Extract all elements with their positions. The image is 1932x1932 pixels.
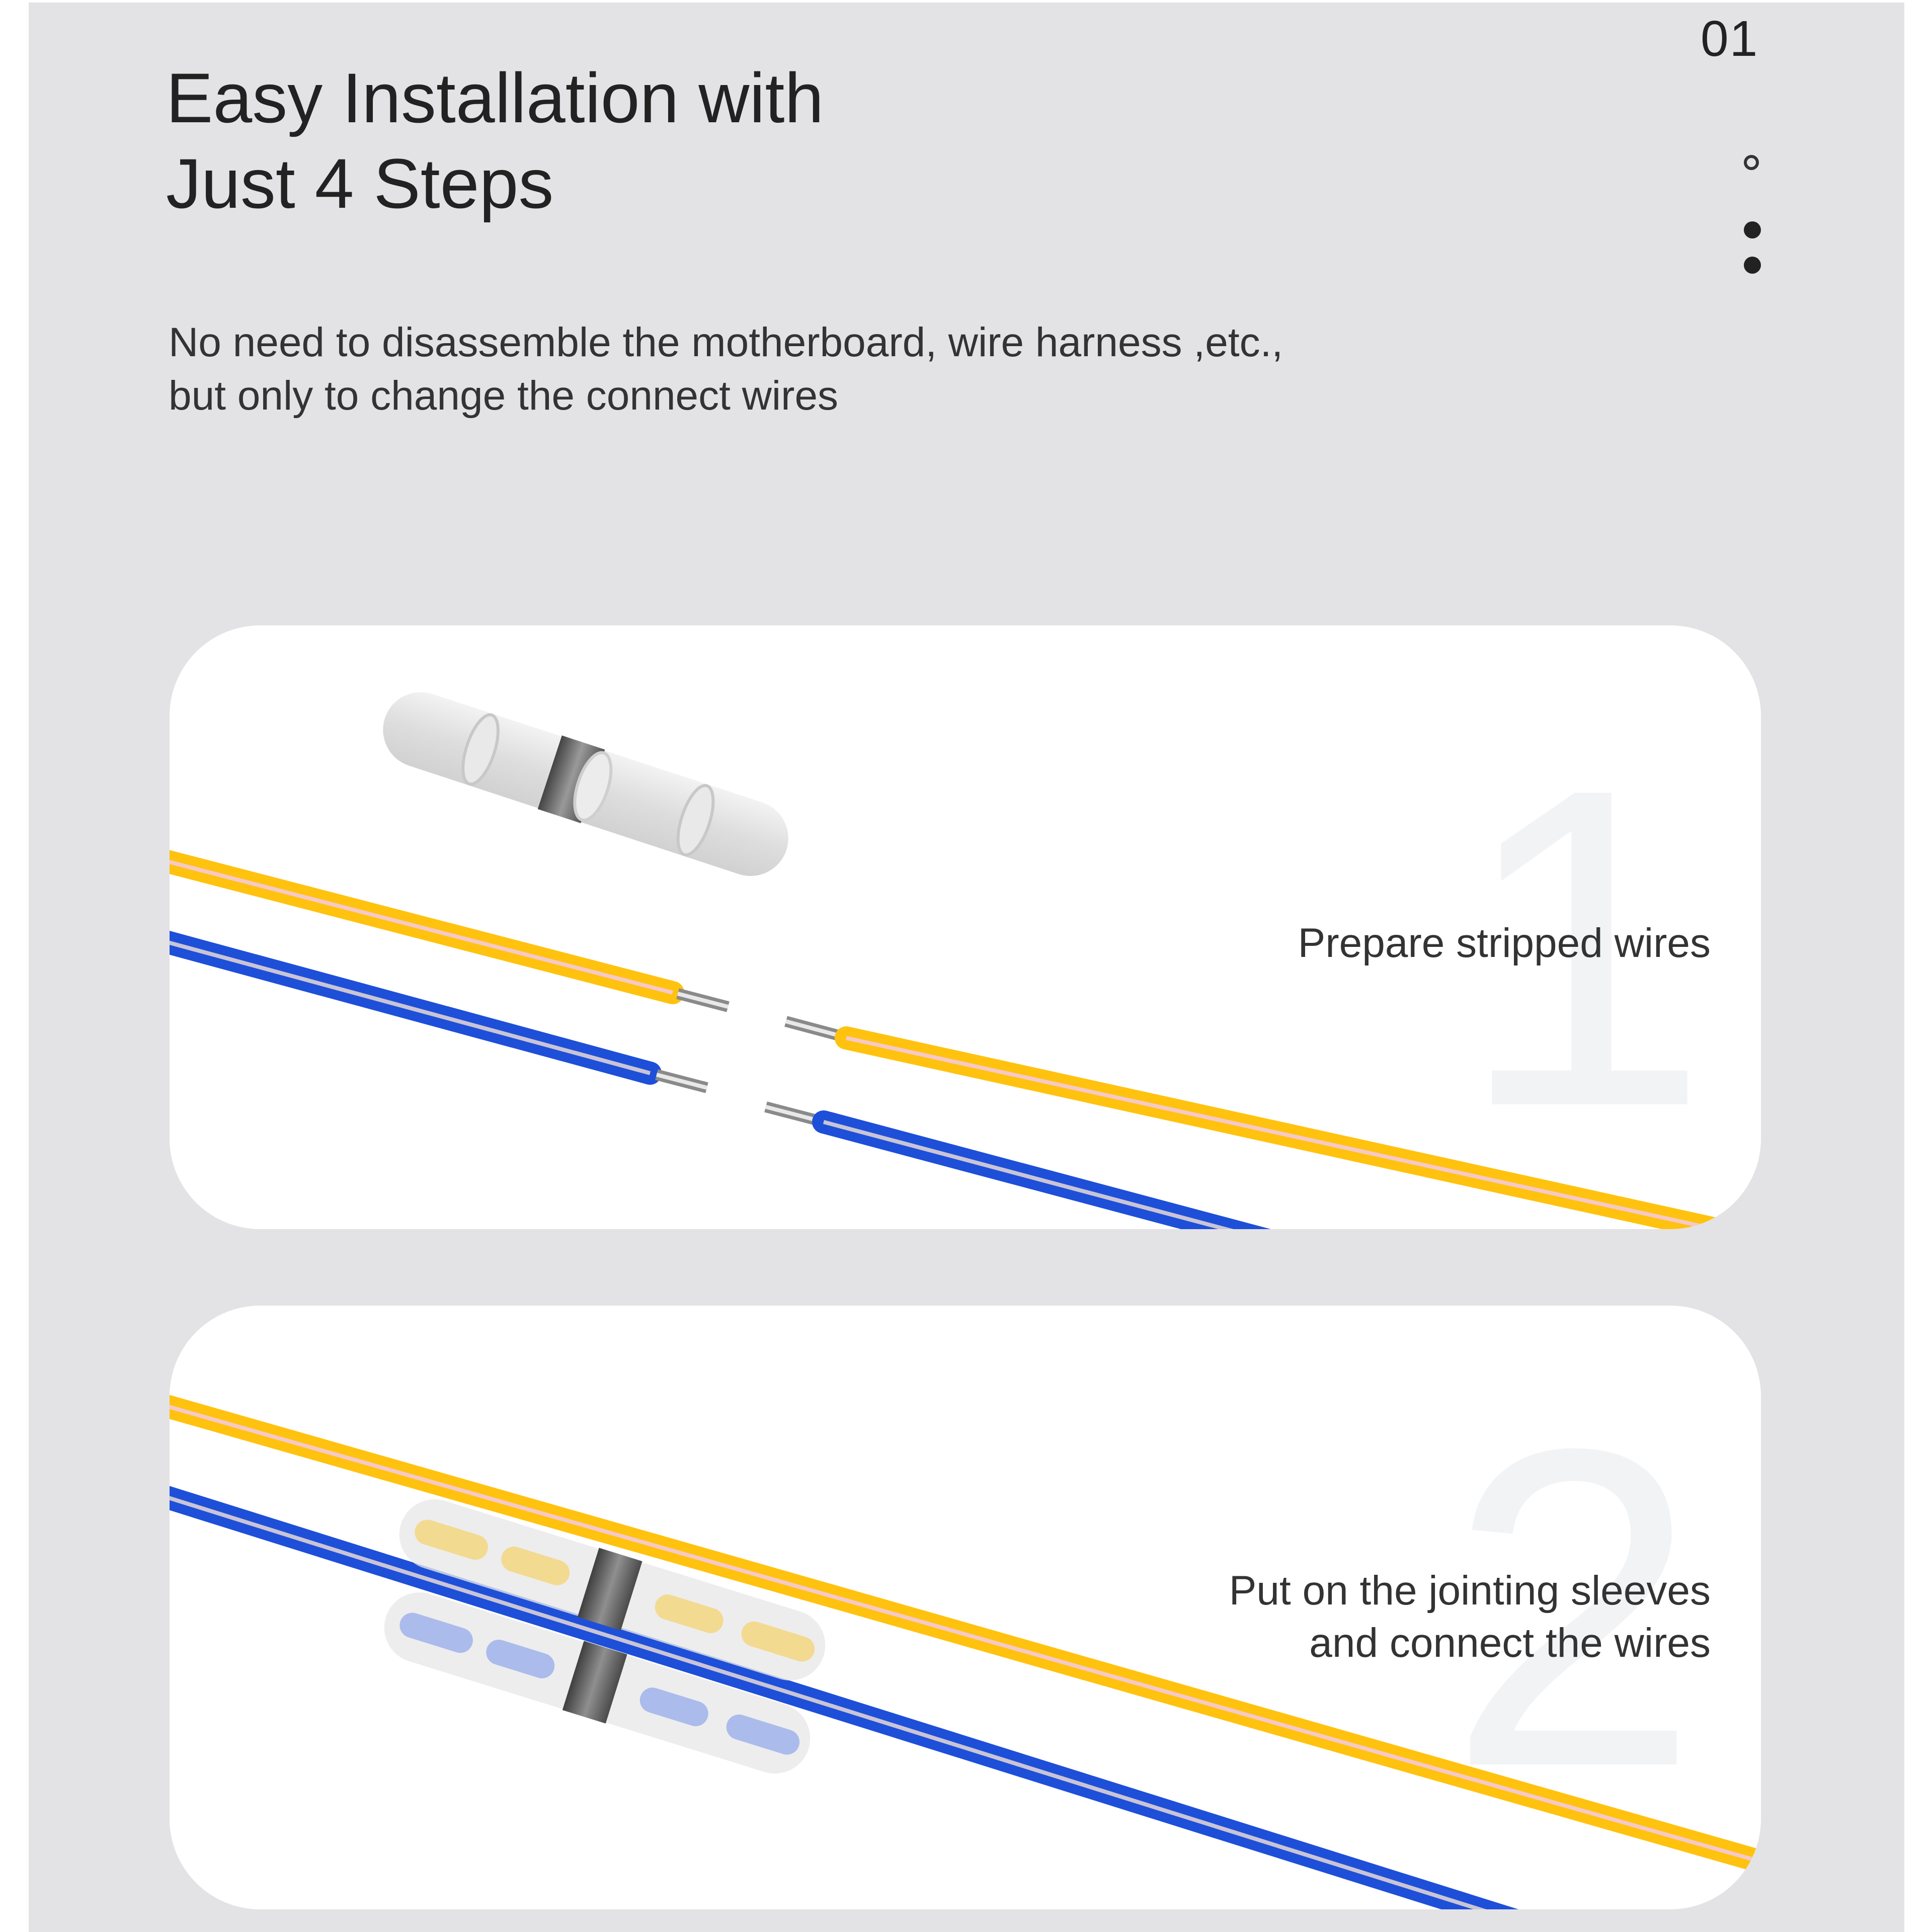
caption-line: Put on the jointing sleeves (1229, 1568, 1711, 1614)
step-card-1: 1 (170, 625, 1761, 1229)
step-1-caption: Prepare stripped wires (1298, 917, 1711, 970)
step-1-illustration (170, 692, 1761, 1229)
title-line: Easy Installation with (166, 58, 824, 137)
step-card-2: 2 (170, 1306, 1761, 1909)
title-line: Just 4 Steps (166, 144, 554, 223)
caption-line: Prepare stripped wires (1298, 920, 1711, 966)
page-indicator-dot (1744, 221, 1761, 238)
caption-line: and connect the wires (1309, 1620, 1711, 1666)
jointing-sleeve-yellow (399, 1499, 826, 1681)
step-2-illustration (170, 1395, 1761, 1909)
step-number-watermark: 1 (1458, 694, 1710, 1200)
page-title: Easy Installation with Just 4 Steps (166, 55, 1072, 226)
jointing-sleeve (383, 692, 788, 876)
subtitle-line: but only to change the connect wires (169, 373, 839, 419)
jointing-sleeve-blue (384, 1592, 811, 1774)
page-indicator-hollow-dot (1744, 155, 1759, 170)
subtitle-line: No need to disassemble the motherboard, … (169, 319, 1283, 365)
page-indicator-dot (1744, 257, 1761, 274)
page-number: 01 (1701, 11, 1759, 67)
step-2-caption: Put on the jointing sleeves and connect … (1229, 1565, 1711, 1669)
step-number-watermark: 2 (1447, 1354, 1700, 1861)
page-subtitle: No need to disassemble the motherboard, … (169, 316, 1477, 423)
